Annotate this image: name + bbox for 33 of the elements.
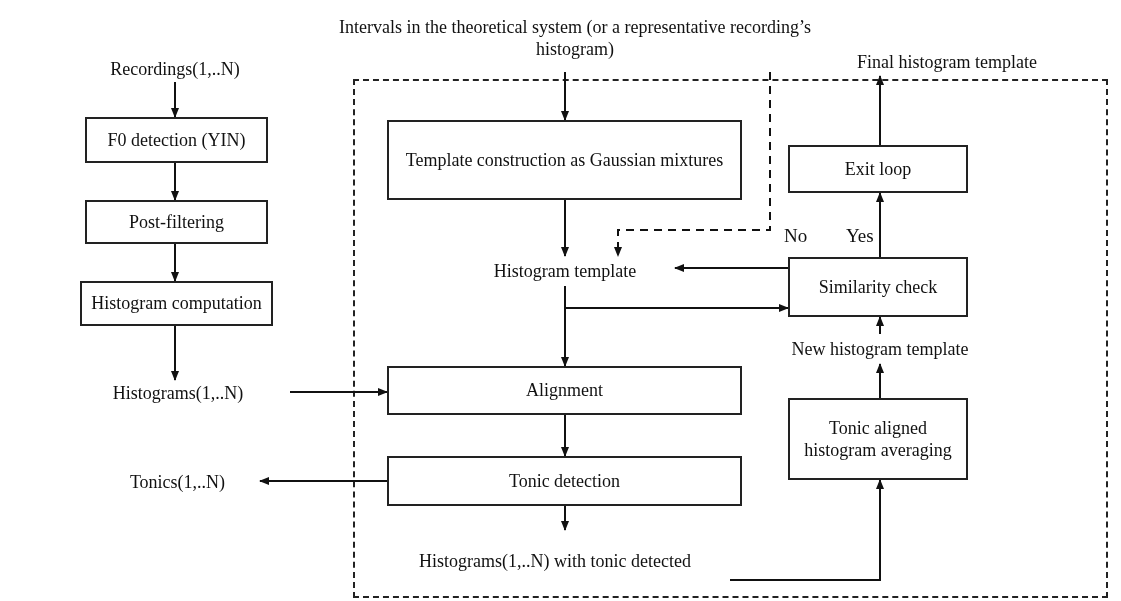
arrow bbox=[171, 81, 179, 118]
process-box: F0 detection (YIN) bbox=[85, 117, 268, 163]
arrow bbox=[561, 505, 569, 531]
process-box: Alignment bbox=[387, 366, 742, 415]
arrow bbox=[561, 71, 569, 121]
arrow bbox=[876, 192, 884, 258]
process-box: Histogram computation bbox=[80, 281, 273, 326]
process-box: Tonic detection bbox=[387, 456, 742, 506]
process-box: Exit loop bbox=[788, 145, 968, 193]
flow-text: Histograms(1,..N) bbox=[66, 380, 290, 406]
arrow bbox=[561, 199, 569, 257]
arrow bbox=[171, 162, 179, 201]
arrow bbox=[171, 325, 179, 381]
process-box: Tonic aligned histogram averaging bbox=[788, 398, 968, 480]
arrow bbox=[259, 477, 388, 485]
arrow bbox=[564, 285, 789, 312]
arrow bbox=[289, 388, 388, 396]
arrow bbox=[171, 243, 179, 282]
arrow bbox=[561, 414, 569, 457]
process-box: Similarity check bbox=[788, 257, 968, 317]
arrow bbox=[876, 363, 884, 399]
arrow bbox=[729, 479, 884, 581]
flow-text: Recordings(1,..N) bbox=[80, 56, 270, 82]
arrow bbox=[876, 75, 884, 146]
process-box: Post-filtering bbox=[85, 200, 268, 244]
process-box: Template construction as Gaussian mixtures bbox=[387, 120, 742, 200]
flow-text: Histogram template bbox=[455, 256, 675, 286]
arrow bbox=[614, 71, 771, 257]
arrow bbox=[674, 264, 789, 272]
arrow bbox=[876, 316, 884, 335]
flow-text: New histogram template bbox=[780, 334, 980, 364]
flow-text: Histograms(1,..N) with tonic detected bbox=[380, 530, 730, 592]
flow-text: Tonics(1,..N) bbox=[95, 469, 260, 495]
